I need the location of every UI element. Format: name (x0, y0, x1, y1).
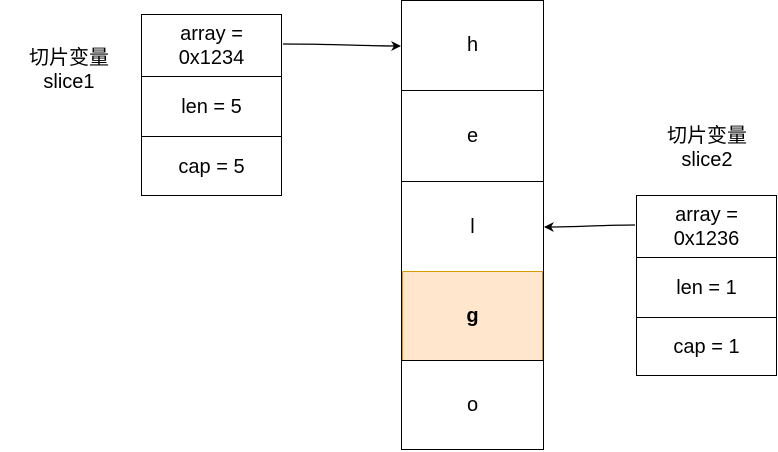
slice2-pointer-arrow (544, 221, 636, 232)
array-cell-g-highlighted: g (402, 271, 543, 361)
slice1-label: 切片变量 slice1 (10, 46, 128, 94)
slice2-name: slice2 (681, 149, 733, 171)
slice1-name: slice1 (43, 71, 95, 93)
slice2-cap-field: cap = 1 (637, 317, 776, 376)
slice2-label: 切片变量 slice2 (648, 124, 766, 172)
slice1-len-field: len = 5 (142, 76, 281, 136)
array-cell-l: l (402, 181, 543, 272)
slice1-title: 切片变量 (29, 47, 109, 69)
slice1-pointer-arrow (282, 40, 401, 51)
slice1-struct: array = 0x1234 len = 5 cap = 5 (141, 14, 282, 196)
array-cell-e: e (402, 90, 543, 181)
slice1-array-field: array = 0x1234 (178, 22, 245, 69)
slice2-struct: array = 0x1236 len = 1 cap = 1 (636, 195, 777, 376)
array-cell-h: h (466, 34, 479, 56)
array-cell-o: o (402, 360, 543, 450)
slice2-title: 切片变量 (667, 125, 747, 147)
slice2-array-field: array = 0x1236 (673, 203, 740, 250)
slice2-len-field: len = 1 (637, 257, 776, 317)
backing-array: h e l g o (401, 0, 544, 450)
slice1-cap-field: cap = 5 (142, 136, 281, 196)
